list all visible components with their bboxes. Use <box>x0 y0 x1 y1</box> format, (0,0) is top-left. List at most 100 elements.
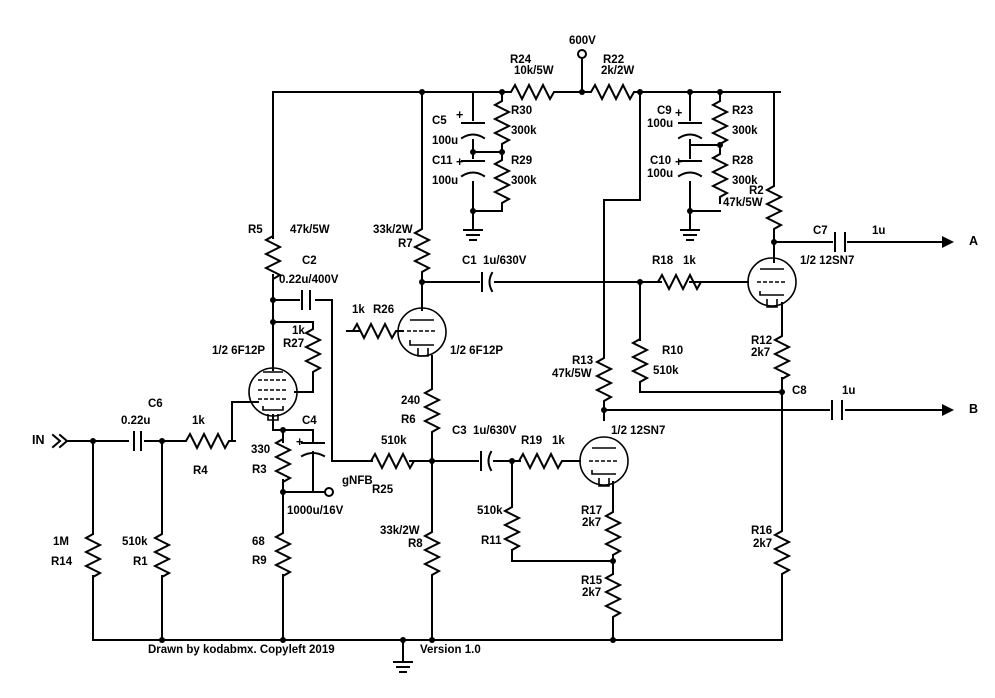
r30-name: R30 <box>511 105 532 117</box>
resistor-R10[interactable] <box>632 332 648 389</box>
c7-value: 1u <box>872 225 885 237</box>
terminals <box>51 49 954 497</box>
capacitor-C5[interactable]: + <box>456 108 486 140</box>
resistor-R9[interactable] <box>275 526 291 583</box>
r14-value: 1M <box>53 536 69 548</box>
c9-value: 100u <box>647 118 673 130</box>
r26-value: 1k <box>352 304 365 316</box>
r17-name: R17 <box>581 505 602 517</box>
labels: 600V IN A B Drawn by kodabmx. Copyleft 2… <box>32 35 978 656</box>
r7-value: 33k/2W <box>373 224 413 236</box>
capacitor-C2[interactable] <box>301 290 311 310</box>
c4-value: 1000u/16V <box>287 505 344 517</box>
resistor-R22[interactable] <box>584 84 641 100</box>
r4-value: 1k <box>192 415 205 427</box>
r2-value: 47k/5W <box>723 197 763 209</box>
tube-v1-label: 1/2 6F12P <box>212 345 265 357</box>
resistor-R14[interactable] <box>85 527 101 584</box>
capacitor-C8[interactable] <box>831 400 843 420</box>
capacitor-C10[interactable]: + <box>675 155 703 178</box>
tube-v2[interactable] <box>397 307 447 357</box>
r6-value: 240 <box>401 395 420 407</box>
resistor-R24[interactable] <box>504 84 561 100</box>
tubes <box>231 257 797 487</box>
resistor-R11[interactable] <box>504 500 520 557</box>
resistor-R15[interactable] <box>605 567 621 624</box>
resistor-R23[interactable] <box>712 94 728 151</box>
ground-icon <box>393 661 413 673</box>
c3-value: 1u/630V <box>473 425 517 437</box>
c7-name: C7 <box>813 225 828 237</box>
c11-value: 100u <box>432 175 458 187</box>
capacitor-C11[interactable]: + <box>456 155 486 178</box>
r1-value: 510k <box>122 536 148 548</box>
resistor-R1[interactable] <box>154 527 170 584</box>
r11-name: R11 <box>481 535 502 547</box>
capacitor-C6[interactable] <box>133 431 142 451</box>
gnfb-terminal[interactable] <box>324 487 334 497</box>
r7-name: R7 <box>398 238 413 250</box>
resistor-R27[interactable] <box>305 322 321 379</box>
resistor-R4[interactable] <box>179 433 236 449</box>
junctions <box>90 89 785 643</box>
tube-v4[interactable] <box>747 257 797 308</box>
r22-value: 2k/2W <box>601 65 634 77</box>
supply-terminal[interactable] <box>577 49 587 59</box>
ground-icon <box>463 229 483 241</box>
tube-v4-label: 1/2 12SN7 <box>800 255 854 267</box>
resistor-R2[interactable] <box>766 179 782 236</box>
r5-value: 47k/5W <box>290 224 330 236</box>
r30-value: 300k <box>511 125 537 137</box>
r8-value: 33k/2W <box>380 525 420 537</box>
c8-value: 1u <box>842 385 855 397</box>
supply-label: 600V <box>569 35 596 47</box>
capacitor-C9[interactable]: + <box>675 106 703 140</box>
resistor-R19[interactable] <box>512 453 569 469</box>
input-arrow-icon <box>51 433 69 449</box>
resistor-R12[interactable] <box>774 329 790 386</box>
r28-value: 300k <box>732 175 758 187</box>
svg-text:+: + <box>456 108 463 122</box>
c2-name: C2 <box>302 255 317 267</box>
resistor-R6[interactable] <box>424 382 440 439</box>
capacitor-C7[interactable] <box>834 232 846 252</box>
capacitor-C3[interactable] <box>480 450 493 472</box>
r23-name: R23 <box>732 105 753 117</box>
capacitor-C4[interactable]: + <box>296 435 326 476</box>
r16-value: 2k7 <box>753 538 772 550</box>
resistor-R13[interactable] <box>596 351 612 408</box>
resistor-R30[interactable] <box>494 94 510 151</box>
r11-value: 510k <box>477 505 503 517</box>
resistor-R28[interactable] <box>712 147 728 204</box>
tube-v3[interactable] <box>579 436 629 487</box>
r14-name: R14 <box>51 556 73 568</box>
resistor-R29[interactable] <box>494 153 510 210</box>
r15-value: 2k7 <box>582 587 601 599</box>
r24-name: R24 <box>510 54 532 66</box>
r25-name: R25 <box>372 484 394 496</box>
resistor-R17[interactable] <box>605 505 621 562</box>
r25-value: 510k <box>381 435 407 447</box>
c10-name: C10 <box>650 155 671 167</box>
r28-name: R28 <box>732 155 754 167</box>
c11-name: C11 <box>432 155 453 167</box>
svg-text:+: + <box>296 435 303 449</box>
resistor-R8[interactable] <box>424 525 440 582</box>
r2-name: R2 <box>749 185 764 197</box>
c5-value: 100u <box>432 135 458 147</box>
resistor-R7[interactable] <box>414 222 430 279</box>
r16-name: R16 <box>751 525 772 537</box>
capacitors: + + + + + <box>133 106 846 476</box>
r5-name: R5 <box>248 224 263 236</box>
r22-name: R22 <box>603 54 624 66</box>
tube-v1[interactable] <box>231 367 298 421</box>
capacitor-C1[interactable] <box>481 271 494 293</box>
input-label: IN <box>32 433 45 447</box>
ground-icon <box>680 229 700 241</box>
r6-name: R6 <box>401 414 416 426</box>
r18-name: R18 <box>652 255 674 267</box>
r10-value: 510k <box>653 365 679 377</box>
c8-name: C8 <box>792 385 807 397</box>
resistor-R16[interactable] <box>774 524 790 581</box>
r26-name: R26 <box>373 304 394 316</box>
